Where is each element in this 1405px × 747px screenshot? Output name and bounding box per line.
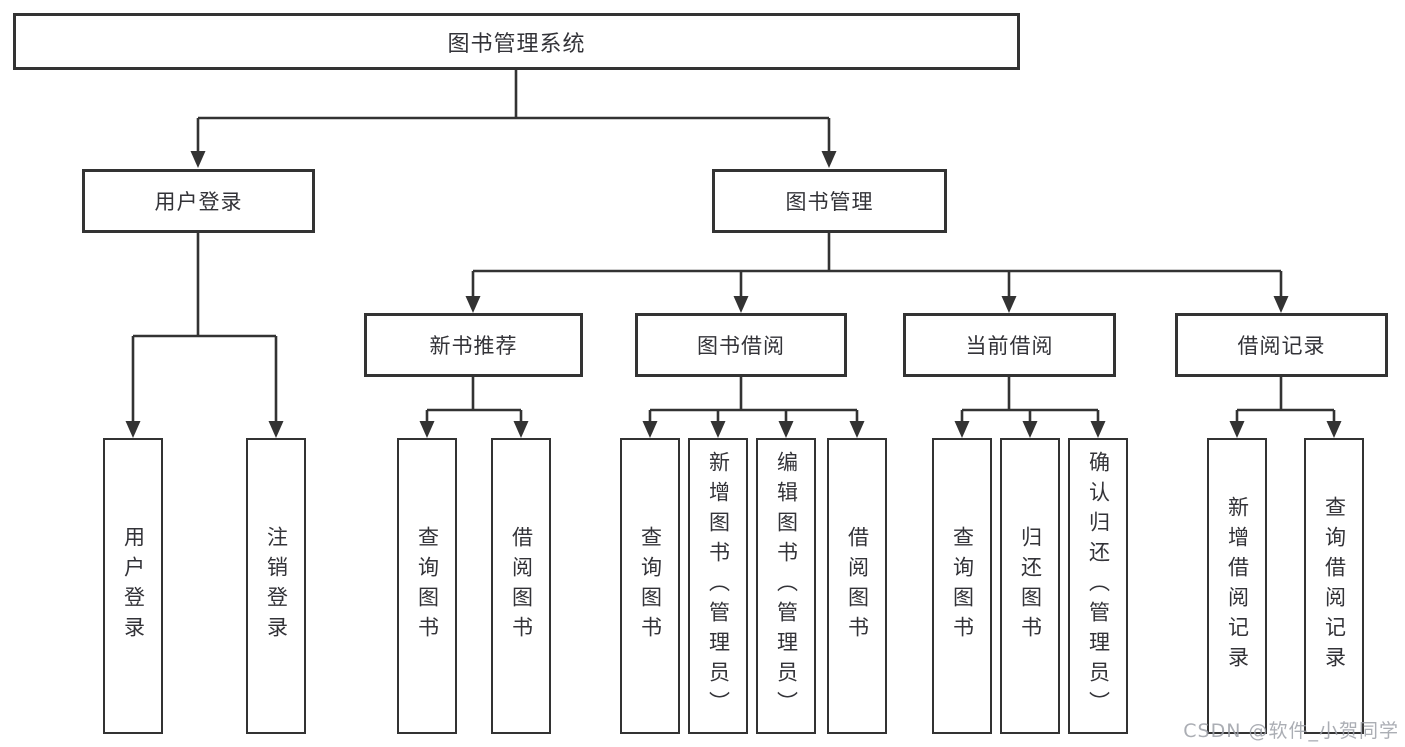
leaf-br-query-record: 查询借阅记录 bbox=[1304, 438, 1364, 734]
leaf-user-login: 用户登录 bbox=[103, 438, 163, 734]
leaf-cb-confirm-return-label: 确认归还（管理员） bbox=[1086, 451, 1111, 721]
csdn-watermark: CSDN @软件_小贺同学 bbox=[1183, 720, 1399, 742]
node-new-book-recommend-label: 新书推荐 bbox=[429, 334, 518, 358]
node-root-label: 图书管理系统 bbox=[447, 31, 586, 57]
leaf-bb-edit-book-label: 编辑图书（管理员） bbox=[774, 451, 799, 721]
node-current-borrow-label: 当前借阅 bbox=[965, 334, 1054, 358]
node-book-management-label: 图书管理 bbox=[785, 190, 874, 214]
leaf-cb-confirm-return: 确认归还（管理员） bbox=[1068, 438, 1128, 734]
node-book-borrow-label: 图书借阅 bbox=[697, 334, 785, 358]
arrowheads bbox=[125, 151, 1342, 438]
leaf-bb-add-book: 新增图书（管理员） bbox=[688, 438, 748, 734]
leaf-rec-query-book: 查询图书 bbox=[397, 438, 457, 734]
node-root: 图书管理系统 bbox=[13, 13, 1020, 70]
leaf-user-login-label: 用户登录 bbox=[121, 526, 146, 646]
node-book-borrow: 图书借阅 bbox=[635, 313, 847, 377]
leaf-rec-query-book-label: 查询图书 bbox=[415, 526, 440, 646]
leaf-bb-query-book-label: 查询图书 bbox=[638, 526, 663, 646]
node-book-management: 图书管理 bbox=[712, 169, 947, 233]
leaf-bb-borrow-book-label: 借阅图书 bbox=[845, 526, 870, 646]
leaf-rec-borrow-book: 借阅图书 bbox=[491, 438, 551, 734]
leaf-br-add-record-label: 新增借阅记录 bbox=[1225, 496, 1250, 676]
leaf-bb-edit-book: 编辑图书（管理员） bbox=[756, 438, 816, 734]
node-new-book-recommend: 新书推荐 bbox=[364, 313, 583, 377]
leaf-cb-return-book-label: 归还图书 bbox=[1018, 526, 1043, 646]
node-borrow-records-label: 借阅记录 bbox=[1237, 334, 1326, 358]
leaf-bb-query-book: 查询图书 bbox=[620, 438, 680, 734]
leaf-bb-add-book-label: 新增图书（管理员） bbox=[706, 451, 731, 721]
node-borrow-records: 借阅记录 bbox=[1175, 313, 1388, 377]
leaf-rec-borrow-book-label: 借阅图书 bbox=[509, 526, 534, 646]
leaf-cb-query-book-label: 查询图书 bbox=[950, 526, 975, 646]
leaf-cb-query-book: 查询图书 bbox=[932, 438, 992, 734]
leaf-logout-label: 注销登录 bbox=[264, 526, 289, 646]
node-user-login: 用户登录 bbox=[82, 169, 315, 233]
leaf-logout: 注销登录 bbox=[246, 438, 306, 734]
leaf-bb-borrow-book: 借阅图书 bbox=[827, 438, 887, 734]
node-user-login-label: 用户登录 bbox=[154, 190, 243, 214]
leaf-br-add-record: 新增借阅记录 bbox=[1207, 438, 1267, 734]
leaf-cb-return-book: 归还图书 bbox=[1000, 438, 1060, 734]
leaf-br-query-record-label: 查询借阅记录 bbox=[1322, 496, 1347, 676]
node-current-borrow: 当前借阅 bbox=[903, 313, 1116, 377]
